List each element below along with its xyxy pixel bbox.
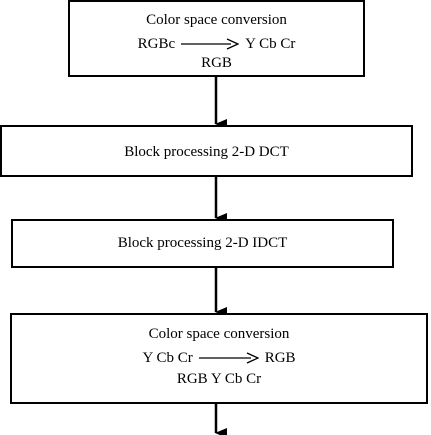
conversion-to-2: RGB <box>264 350 296 366</box>
right-arrow-icon <box>198 352 259 364</box>
conversion-to-1: Y Cb Cr <box>245 36 296 52</box>
idct-box: Block processing 2-D IDCT <box>11 219 394 268</box>
color-conversion-box-1: Color space conversion RGBc Y Cb Cr RGB <box>68 0 365 77</box>
dct-title: Block processing 2-D DCT <box>124 144 289 160</box>
conversion-row-1: RGBc Y Cb Cr <box>70 35 363 53</box>
color-conversion-title-2: Color space conversion <box>148 326 290 342</box>
idct-title: Block processing 2-D IDCT <box>117 235 288 251</box>
conversion-row-2: Y Cb Cr RGB <box>12 349 426 367</box>
conversion-from-1: RGBc <box>137 36 176 52</box>
conversion-note-2: RGB Y Cb Cr <box>176 371 262 387</box>
color-conversion-box-2: Color space conversion Y Cb Cr RGB RGB Y… <box>10 313 428 404</box>
right-arrow-icon <box>181 38 240 50</box>
dct-box: Block processing 2-D DCT <box>0 125 413 177</box>
color-conversion-title-1: Color space conversion <box>146 12 287 28</box>
conversion-note-1: RGB <box>201 55 232 71</box>
conversion-from-2: Y Cb Cr <box>142 350 193 366</box>
